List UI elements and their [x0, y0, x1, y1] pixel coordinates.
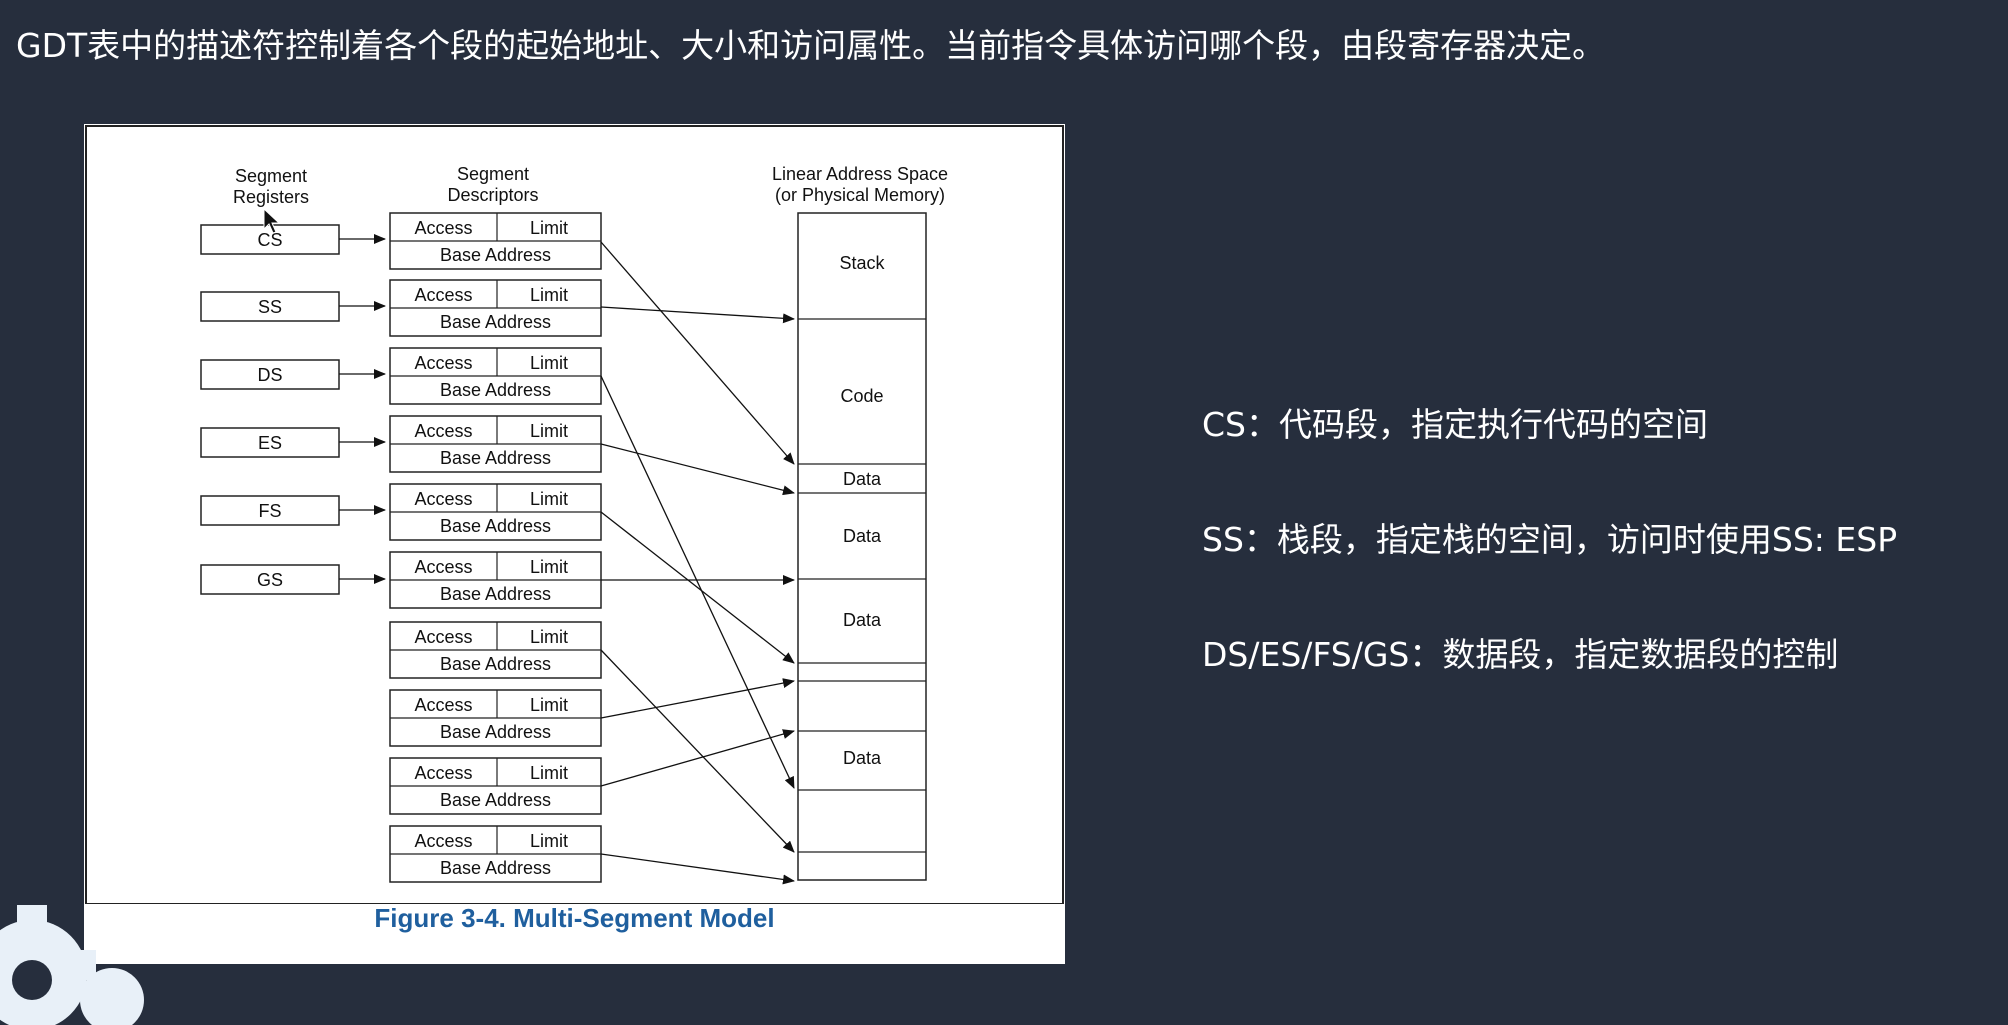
descriptor-limit-label: Limit — [530, 353, 568, 373]
register-label-es: ES — [258, 433, 282, 453]
note-data-segments: DS/ES/FS/GS：数据段，指定数据段的控制 — [1202, 635, 1839, 674]
registers-title-line2: Registers — [233, 187, 309, 207]
register-label-cs: CS — [257, 230, 282, 250]
descriptor-limit-label: Limit — [530, 489, 568, 509]
descriptor-limit-label: Limit — [530, 557, 568, 577]
memory-region-stack: Stack — [839, 253, 885, 273]
descriptor-base-label: Base Address — [440, 654, 551, 674]
arrow-descriptor-to-memory — [600, 649, 795, 853]
linear-address-space — [797, 212, 927, 881]
descriptor-base-label: Base Address — [440, 584, 551, 604]
descriptor-limit-label: Limit — [530, 695, 568, 715]
descriptor-access-label: Access — [414, 557, 472, 577]
descriptor-access-label: Access — [414, 489, 472, 509]
descriptor-limit-label: Limit — [530, 627, 568, 647]
gear-icon — [0, 905, 144, 1025]
descriptor-access-label: Access — [414, 627, 472, 647]
arrow-descriptor-to-memory — [600, 443, 795, 496]
descriptor-limit-label: Limit — [530, 763, 568, 783]
memory-region-data: Data — [843, 610, 882, 630]
memory-region-data: Data — [843, 469, 882, 489]
register-box-ds — [200, 359, 340, 390]
arrow-descriptor-to-memory — [600, 511, 795, 664]
notes-panel: CS：代码段，指定执行代码的空间 SS：栈段，指定栈的空间，访问时使用SS: E… — [1202, 400, 1992, 745]
descriptor-base-label: Base Address — [440, 790, 551, 810]
mouse-cursor-icon — [263, 207, 281, 234]
arrow-descriptor-to-memory — [600, 375, 795, 789]
register-label-fs: FS — [258, 501, 281, 521]
descriptor-limit-label: Limit — [530, 285, 568, 305]
descriptor-base-label: Base Address — [440, 312, 551, 332]
descriptor-access-label: Access — [414, 353, 472, 373]
descriptor-access-label: Access — [414, 421, 472, 441]
memory-region-code: Code — [840, 386, 883, 406]
registers-title-line1: Segment — [235, 166, 307, 186]
descriptor-base-label: Base Address — [440, 858, 551, 878]
linear-space-title-line2: (or Physical Memory) — [775, 185, 945, 205]
arrow-descriptor-to-memory — [600, 853, 795, 885]
arrow-descriptor-to-memory — [600, 306, 795, 324]
register-label-ds: DS — [257, 365, 282, 385]
header-text: GDT表中的描述符控制着各个段的起始地址、大小和访问属性。当前指令具体访问哪个段… — [16, 26, 1606, 65]
descriptor-access-label: Access — [414, 218, 472, 238]
figure-caption: Figure 3-4. Multi-Segment Model — [374, 903, 775, 933]
arrow-descriptor-to-memory — [600, 729, 795, 787]
memory-region-data: Data — [843, 526, 882, 546]
descriptor-limit-label: Limit — [530, 218, 568, 238]
descriptor-access-label: Access — [414, 285, 472, 305]
descriptor-base-label: Base Address — [440, 245, 551, 265]
register-box-ss — [200, 291, 340, 322]
descriptor-access-label: Access — [414, 695, 472, 715]
descriptors-title-line1: Segment — [457, 164, 529, 184]
note-ss: SS：栈段，指定栈的空间，访问时使用SS: ESP — [1202, 520, 1898, 559]
note-cs: CS：代码段，指定执行代码的空间 — [1202, 405, 1708, 444]
descriptor-limit-label: Limit — [530, 421, 568, 441]
register-label-gs: GS — [257, 570, 283, 590]
arrow-descriptor-to-memory — [600, 678, 795, 719]
linear-space-title-line1: Linear Address Space — [772, 164, 948, 184]
descriptor-base-label: Base Address — [440, 516, 551, 536]
descriptor-base-label: Base Address — [440, 448, 551, 468]
descriptors-title-line2: Descriptors — [447, 185, 538, 205]
figure-border — [85, 125, 1064, 904]
figure-panel: Segment Registers Segment Descriptors Li… — [84, 124, 1065, 964]
descriptor-limit-label: Limit — [530, 831, 568, 851]
descriptor-base-label: Base Address — [440, 380, 551, 400]
memory-region-data: Data — [843, 748, 882, 768]
descriptor-access-label: Access — [414, 831, 472, 851]
descriptor-base-label: Base Address — [440, 722, 551, 742]
arrow-descriptor-to-memory — [600, 241, 795, 465]
descriptor-access-label: Access — [414, 763, 472, 783]
register-label-ss: SS — [258, 297, 282, 317]
multi-segment-diagram: Segment Registers Segment Descriptors Li… — [85, 125, 1064, 904]
